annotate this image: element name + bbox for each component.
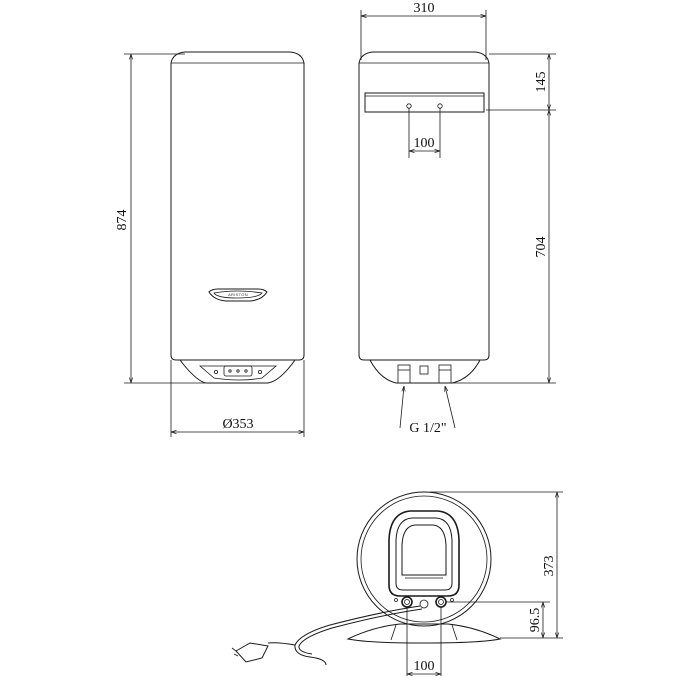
height-label: 874 — [115, 210, 130, 231]
control-panel — [213, 365, 262, 377]
power-plug — [231, 642, 269, 663]
wall-bracket — [364, 92, 485, 113]
pipe-height-label: 96.5 — [528, 608, 543, 633]
width-dimension: 310 — [360, 1, 487, 60]
bottom-view: 373 96.5 100 — [231, 491, 563, 676]
pipe-spacing-label: 100 — [414, 659, 435, 674]
bracket-width-label: 100 — [414, 136, 435, 151]
ariston-logo: ARISTON — [208, 288, 268, 302]
pipe-connectors — [397, 364, 452, 384]
diameter-label: Ø353 — [222, 417, 253, 432]
diameter-dimension: Ø353 — [170, 360, 305, 437]
bottom-height-label: 373 — [542, 556, 557, 577]
side-view: 310 100 145 704 G 1/2" — [358, 1, 556, 436]
mount-height-label: 704 — [534, 237, 549, 258]
power-cable — [231, 605, 423, 666]
pipe-thread-callout: G 1/2" — [399, 386, 456, 436]
bracket-width-dimension: 100 — [408, 108, 441, 158]
pipe-thread-label: G 1/2" — [409, 421, 446, 436]
height-dimension: 874 — [115, 53, 205, 384]
inner-frame — [388, 510, 460, 597]
width-label: 310 — [414, 1, 435, 16]
pipe-spacing-dimension: 100 — [406, 607, 442, 676]
pipe-height-dimension: 96.5 — [446, 601, 550, 638]
vertical-dimensions: 145 704 — [452, 53, 556, 384]
bottom-pipe-connectors — [394, 596, 454, 609]
logo-label: ARISTON — [228, 292, 248, 297]
top-offset-label: 145 — [534, 72, 549, 93]
bottom-height-dimension: 373 — [430, 491, 563, 639]
front-view: ARISTON 874 Ø353 — [115, 51, 305, 437]
